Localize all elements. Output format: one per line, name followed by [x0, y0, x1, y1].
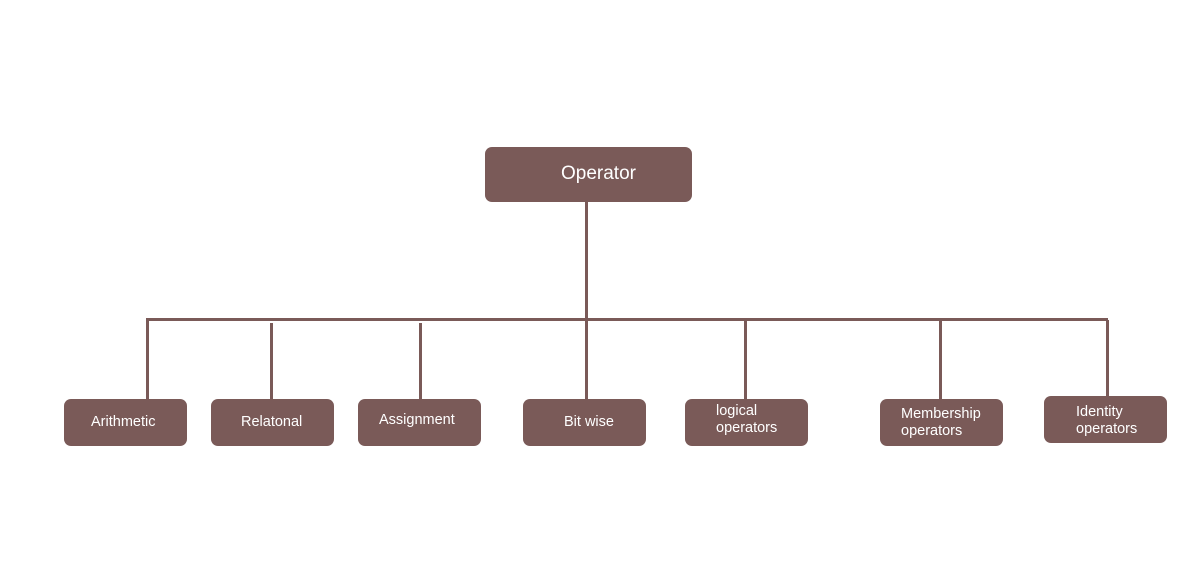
node-arithmetic: Arithmetic [64, 399, 187, 446]
node-identity: Identity operators [1044, 396, 1167, 443]
branch-connector-arithmetic [146, 320, 149, 400]
branch-connector-logical [744, 320, 747, 400]
node-identity-label: Identity operators [1076, 404, 1138, 437]
node-arithmetic-label: Arithmetic [91, 414, 156, 430]
horizontal-bus-connector [146, 318, 1108, 321]
root-node-operator: Operator [485, 147, 692, 202]
branch-connector-relational [270, 323, 273, 400]
root-node-label: Operator [561, 163, 636, 184]
branch-connector-membership [939, 320, 942, 400]
node-assignment: Assignment [358, 399, 481, 446]
node-logical-label: logical operators [716, 403, 778, 436]
node-membership: Membership operators [880, 399, 1003, 446]
node-membership-label: Membership operators [901, 406, 981, 439]
node-relational-label: Relatonal [241, 414, 303, 430]
node-bitwise: Bit wise [523, 399, 646, 446]
branch-connector-assignment [419, 323, 422, 400]
root-stem-connector [585, 202, 588, 320]
branch-connector-bitwise [585, 320, 588, 400]
branch-connector-identity [1106, 320, 1109, 397]
node-logical: logical operators [685, 399, 808, 446]
node-relational: Relatonal [211, 399, 334, 446]
node-bitwise-label: Bit wise [564, 414, 614, 430]
node-assignment-label: Assignment [379, 412, 455, 428]
